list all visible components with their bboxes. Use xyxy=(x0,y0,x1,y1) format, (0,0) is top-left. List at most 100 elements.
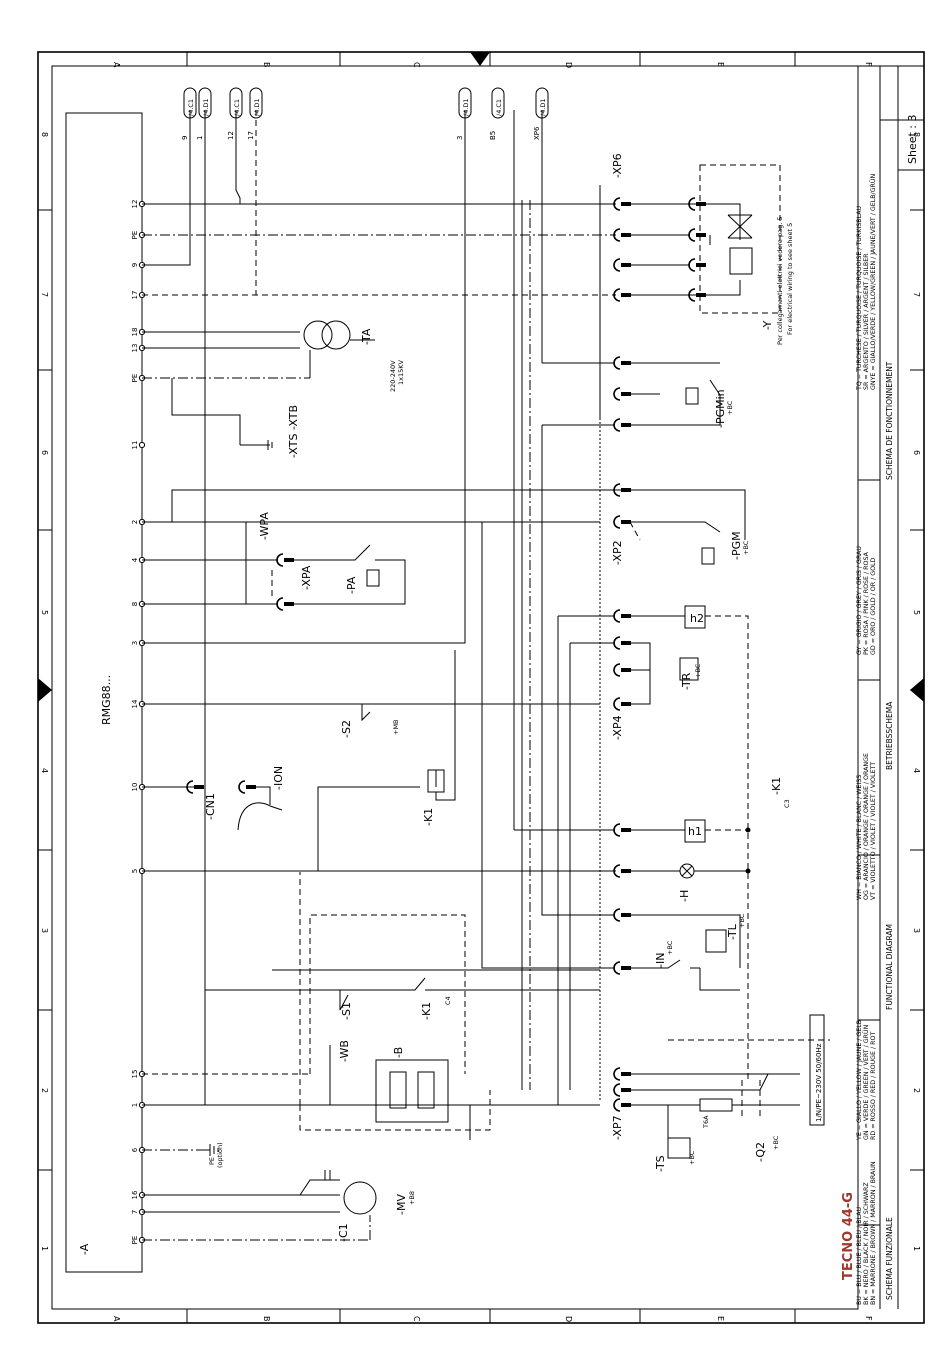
relay-k1-contact-label: -K1 xyxy=(420,1002,433,1020)
pgm-sublabel: +BC xyxy=(742,540,750,555)
controller-model-label: RMG88... xyxy=(100,675,113,725)
ts-sublabel: +BC xyxy=(688,1150,696,1165)
controller-label: -A xyxy=(78,1243,91,1255)
reference-target: /4.D1 xyxy=(202,98,210,116)
plug-socket xyxy=(238,780,246,794)
color-legend-line: VT = VIOLETTO / VIOLET / VIOLET / VIOLET… xyxy=(870,762,877,900)
wb-connector-label: -WB xyxy=(338,1040,351,1062)
plug-pin xyxy=(621,966,631,970)
capacitor-c1-label: -C1 xyxy=(337,1223,350,1242)
pe-option-sublabel: (option) xyxy=(216,1142,224,1168)
air-pressure-switch-label: -PA xyxy=(345,576,358,594)
plug-socket xyxy=(613,288,621,302)
xp4-connector-label: -XP4 xyxy=(611,715,624,740)
terminal-label: 17 xyxy=(131,291,139,300)
title-italian: SCHEMA FUNZIONALE xyxy=(885,1217,894,1300)
relay-k1-aux-label: -K1 xyxy=(770,777,783,795)
reference-target: /4.C1 xyxy=(187,99,195,116)
color-legend-line: BN = MARRONE / BROWN / MARRON / BRAUN xyxy=(870,1161,877,1305)
plug-socket xyxy=(688,258,696,272)
center-mark-top xyxy=(470,52,490,66)
plug-pin xyxy=(696,202,706,206)
terminal-label: 8 xyxy=(131,602,139,606)
zone-letter: D xyxy=(564,62,573,68)
terminal-label: 3 xyxy=(131,641,139,645)
plug-pin xyxy=(284,558,294,562)
tr-sublabel: +BC xyxy=(694,663,702,678)
terminal-label: 15 xyxy=(131,1070,139,1079)
terminal-label: 6 xyxy=(131,1147,139,1152)
supply-box xyxy=(809,1014,825,1126)
motor-label: -MV xyxy=(395,1194,408,1215)
terminal-label: 7 xyxy=(131,1210,139,1214)
color-legend-line: SR = ARGENTO / SILVER / ARGENT / SILBER xyxy=(863,253,870,390)
valve-note-italian: Per collegamenti elettrici vedere pag. 5 xyxy=(776,217,784,345)
plug-socket xyxy=(186,780,194,794)
terminal-label: 12 xyxy=(131,200,139,209)
plug-socket xyxy=(613,864,621,878)
center-mark-right xyxy=(910,678,924,702)
plug-pin xyxy=(621,202,631,206)
transformer-label: -TA xyxy=(360,328,373,345)
zone-letter: E xyxy=(716,62,725,67)
reference-target: /4.D1 xyxy=(253,98,261,116)
plug-socket xyxy=(613,636,621,650)
color-legend-line: GD = ORO / GOLD / OR / GOLD xyxy=(870,557,877,655)
plug-socket xyxy=(613,908,621,922)
zone-letter: A xyxy=(112,62,121,68)
reference-wire: 17 xyxy=(247,131,255,140)
zone-number: 4 xyxy=(912,768,921,773)
terminal-label: PE xyxy=(131,231,139,240)
plug-pin xyxy=(194,785,204,789)
plug-pin xyxy=(621,392,631,396)
color-legend-line: WH = BIANCO / WHITE / BLANC / WEISS xyxy=(856,775,863,900)
reference-flag xyxy=(491,87,505,119)
color-legend-line: GN = VERDE / GREEN / VERT / GRÜN xyxy=(861,1024,870,1140)
plug-pin xyxy=(621,520,631,524)
plug-pin xyxy=(246,785,256,789)
k1-contact-sublabel: C4 xyxy=(444,996,452,1005)
terminal-label: PE xyxy=(131,1236,139,1245)
plug-pin xyxy=(621,1072,631,1076)
ionisation-probe-label: -ION xyxy=(272,766,285,790)
supply-rating: 1/N/PE~230V 50/60Hz xyxy=(815,1043,823,1122)
zone-number: 7 xyxy=(912,292,921,297)
zone-number: 5 xyxy=(912,610,921,615)
s2-sublabel: +MB xyxy=(392,719,400,735)
plug-pin xyxy=(621,263,631,267)
plug-socket xyxy=(613,1083,621,1097)
filter-b-label: -B xyxy=(392,1047,405,1058)
plug-socket xyxy=(613,609,621,623)
transformer-voltage: 220-240V xyxy=(389,360,397,392)
reference-target: /4.C1 xyxy=(495,99,503,116)
zone-number: 1 xyxy=(40,1246,49,1251)
zone-letter: C xyxy=(412,62,421,68)
gas-pressure-switch-label: -PGM xyxy=(730,531,743,560)
ignition-connector-label: -XTS -XTB xyxy=(287,405,300,458)
plug-pin xyxy=(621,668,631,672)
plug-socket xyxy=(613,663,621,677)
plug-socket xyxy=(613,197,621,211)
air-pressure-switch-connector-label: -WPA xyxy=(258,512,271,540)
valve-y-label: -Y xyxy=(761,320,774,330)
terminal-label: 9 xyxy=(131,263,139,267)
zone-number: 6 xyxy=(912,450,921,455)
min-gas-pressure-switch-label: -PGMin xyxy=(714,389,727,428)
cross-references: /4.C19/4.D11/4.C112/4.D117/4.D13/4.C1B5/… xyxy=(181,87,549,140)
plug-socket xyxy=(276,553,284,567)
plug-pin xyxy=(621,1103,631,1107)
plug-pin xyxy=(621,361,631,365)
limit-thermostat-label: -TL xyxy=(726,923,739,940)
thermostat-tr-label: -TR xyxy=(680,672,693,690)
plug-socket xyxy=(276,597,284,611)
model-name: TECNO 44-G xyxy=(841,1192,856,1280)
zone-number: 6 xyxy=(40,450,49,455)
terminal-label: 10 xyxy=(131,783,139,792)
zone-number: 3 xyxy=(912,928,921,933)
plug-socket xyxy=(613,515,621,529)
zone-letter: F xyxy=(864,1316,873,1321)
switch-s2-label: -S2 xyxy=(340,720,353,738)
reference-wire: XP6 xyxy=(533,126,541,140)
terminal-point xyxy=(138,441,146,449)
